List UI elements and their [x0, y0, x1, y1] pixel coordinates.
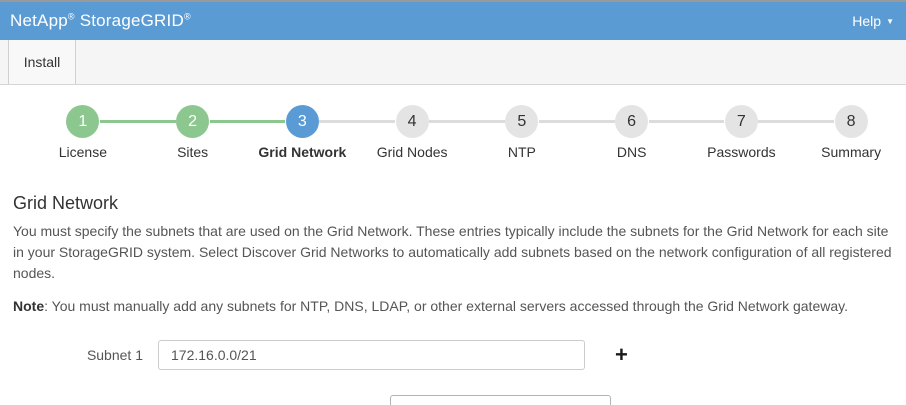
step-dns: 6 DNS: [538, 105, 687, 160]
main-content: Grid Network You must specify the subnet…: [0, 193, 906, 405]
registered-mark: ®: [67, 11, 75, 22]
note-text: : You must manually add any subnets for …: [44, 298, 848, 314]
step-grid-network: 3 Grid Network: [209, 105, 358, 160]
step-dns-label: DNS: [616, 144, 647, 160]
subnet-1-label: Subnet 1: [86, 347, 143, 363]
help-menu[interactable]: Help ▼: [852, 13, 896, 29]
step-passwords-circle[interactable]: 7: [724, 105, 758, 138]
note-label: Note: [13, 298, 45, 314]
discover-button-row: Discover Grid Network subnets: [13, 395, 893, 405]
step-license-circle[interactable]: 1: [66, 105, 100, 138]
subnet-1-input[interactable]: [158, 340, 585, 370]
step-ntp: 5 NTP: [429, 105, 577, 160]
step-sites-label: Sites: [177, 144, 209, 160]
help-menu-label: Help: [852, 13, 882, 29]
install-stepper: 1 License 2 Sites 3 Grid Network 4 Grid …: [28, 105, 906, 160]
step-passwords: 7 Passwords: [648, 105, 797, 160]
app-title: NetApp® StorageGRID®: [10, 11, 191, 31]
step-passwords-label: Passwords: [707, 144, 776, 160]
step-ntp-circle[interactable]: 5: [505, 105, 539, 138]
tab-install-label: Install: [23, 54, 61, 70]
page-title: Grid Network: [13, 193, 119, 213]
step-grid-nodes: 4 Grid Nodes: [319, 105, 467, 160]
step-grid-nodes-label: Grid Nodes: [376, 144, 448, 160]
step-grid-network-circle[interactable]: 3: [285, 105, 319, 138]
discover-grid-network-subnets-button[interactable]: Discover Grid Network subnets: [390, 395, 611, 405]
app-header: NetApp® StorageGRID® Help ▼: [0, 2, 906, 40]
brand-name: NetApp: [10, 11, 68, 30]
step-summary-circle[interactable]: 8: [834, 105, 868, 138]
grid-network-note: Note: You must manually add any subnets …: [13, 296, 893, 316]
step-sites: 2 Sites: [99, 105, 248, 160]
step-license-label: License: [58, 144, 107, 160]
step-grid-network-label: Grid Network: [258, 144, 347, 160]
tab-bar: Install: [0, 40, 906, 85]
tab-install[interactable]: Install: [8, 40, 76, 84]
step-grid-nodes-circle[interactable]: 4: [395, 105, 429, 138]
product-name: StorageGRID: [79, 11, 184, 30]
step-summary: 8 Summary: [758, 105, 906, 160]
add-subnet-button[interactable]: +: [615, 342, 628, 367]
registered-mark: ®: [183, 11, 191, 22]
step-ntp-label: NTP: [507, 144, 536, 160]
grid-network-description: You must specify the subnets that are us…: [13, 223, 892, 281]
subnet-form-row: Subnet 1 +: [13, 340, 893, 370]
step-summary-label: Summary: [821, 144, 882, 160]
window-top-edge: [0, 0, 906, 2]
caret-down-icon: ▼: [886, 17, 894, 26]
step-license: 1 License: [28, 105, 138, 160]
step-dns-circle[interactable]: 6: [615, 105, 649, 138]
step-sites-circle[interactable]: 2: [176, 105, 210, 138]
